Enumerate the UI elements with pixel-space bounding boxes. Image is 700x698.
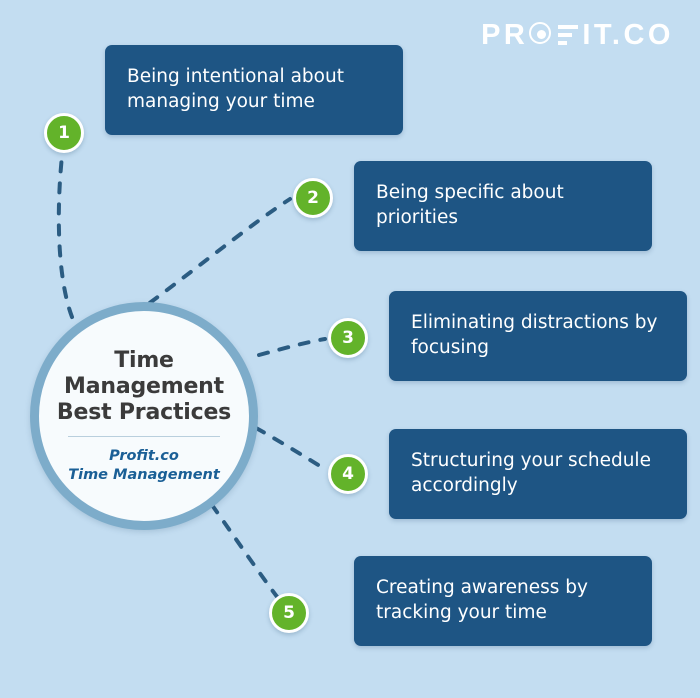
practice-card-3-text: Eliminating distractions by focusing [411, 312, 658, 358]
bars-f-icon [558, 24, 579, 47]
practice-card-2[interactable]: Being specific about priorities [354, 161, 652, 251]
connector-path-4 [254, 426, 330, 473]
step-badge-3[interactable]: 3 [328, 318, 368, 358]
step-badge-2[interactable]: 2 [293, 178, 333, 218]
step-badge-4[interactable]: 4 [328, 454, 368, 494]
step-badge-5[interactable]: 5 [269, 593, 309, 633]
hub-divider [68, 436, 220, 438]
target-circle-icon [529, 22, 555, 48]
step-badge-1[interactable]: 1 [44, 113, 84, 153]
connector-path-1 [56, 154, 74, 319]
central-hub: Time Management Best Practices Profit.co… [30, 302, 258, 530]
hub-title-line-3: Best Practices [56, 399, 232, 425]
profit-co-logo: PR IT.CO [481, 18, 674, 52]
hub-subtitle-line-1: Profit.co [109, 448, 179, 465]
hub-title: Time Management Best Practices [41, 348, 247, 425]
hub-title-line-1: Time [114, 348, 174, 374]
connector-path-2 [131, 197, 292, 317]
practice-card-3[interactable]: Eliminating distractions by focusing [389, 291, 687, 381]
connector-path-5 [210, 503, 280, 600]
practice-card-4-text: Structuring your schedule accordingly [411, 450, 651, 496]
practice-card-1-text: Being intentional about managing your ti… [127, 66, 344, 112]
hub-subtitle: Profit.co Time Management [68, 447, 220, 483]
practice-card-1[interactable]: Being intentional about managing your ti… [105, 45, 403, 135]
practice-card-5[interactable]: Creating awareness by tracking your time [354, 556, 652, 646]
practice-card-5-text: Creating awareness by tracking your time [376, 577, 588, 623]
practice-card-4[interactable]: Structuring your schedule accordingly [389, 429, 687, 519]
logo-text-part3: IT.CO [582, 18, 674, 51]
practice-card-2-text: Being specific about priorities [376, 182, 564, 228]
connector-path-3 [257, 337, 327, 357]
hub-subtitle-line-2: Time Management [68, 466, 220, 483]
hub-title-line-2: Management [64, 374, 224, 399]
logo-text-part1: PR [481, 18, 529, 51]
